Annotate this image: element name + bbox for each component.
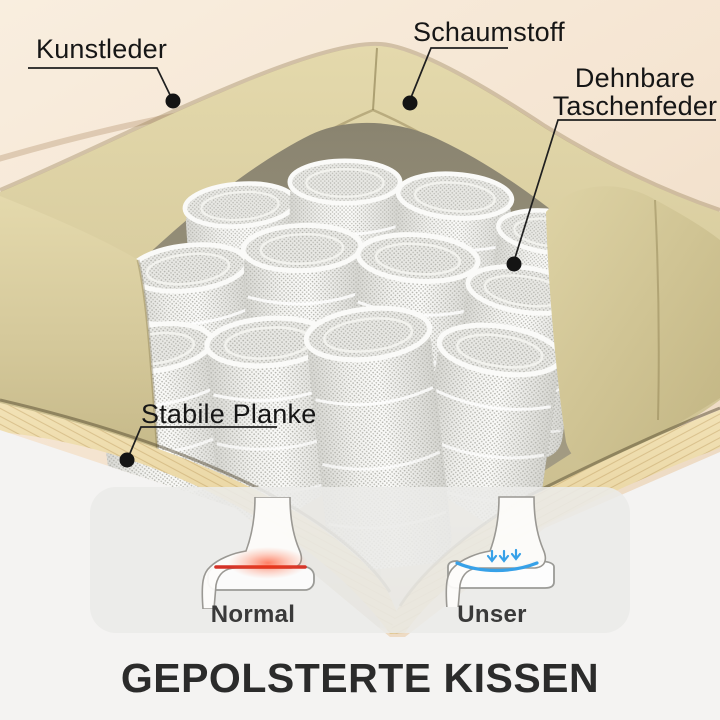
label-taschenfeder-line2: Taschenfeder [552, 91, 718, 122]
label-taschenfeder: Dehnbare Taschenfeder [552, 64, 718, 120]
kunstleder-leader-line [28, 67, 173, 100]
label-taschenfeder-line1: Dehnbare [574, 63, 696, 93]
kunstleder-dot [165, 93, 181, 109]
taschenfeder-leader-line [513, 119, 716, 262]
foam-right-block [546, 186, 720, 463]
leader-dots [119, 93, 522, 468]
pressure-red-glow [228, 547, 308, 579]
normal-seat-figure [201, 497, 315, 609]
taschenfeder-dot [506, 256, 522, 272]
label-stabile-planke: Stabile Planke [141, 399, 317, 429]
label-kunstleder: Kunstleder [36, 34, 168, 64]
comfort-blue-arrows-icon [486, 548, 522, 563]
caption-unser: Unser [457, 601, 527, 628]
unser-seat-figure [445, 496, 555, 607]
comparison-panel: Normal Unser [90, 487, 630, 633]
schaumstoff-dot [402, 95, 418, 111]
page-title: GEPOLSTERTE KISSEN [120, 655, 600, 701]
planke-leader-line [127, 426, 277, 459]
label-schaumstoff: Schaumstoff [413, 17, 565, 47]
caption-normal: Normal [210, 601, 296, 628]
leader-lines [28, 47, 716, 459]
unser-person-silhouette [445, 496, 547, 607]
foam-left-wall [0, 196, 158, 455]
schaumstoff-leader-line [409, 47, 508, 101]
comfort-blue-curve [455, 561, 539, 573]
planke-dot [119, 452, 135, 468]
